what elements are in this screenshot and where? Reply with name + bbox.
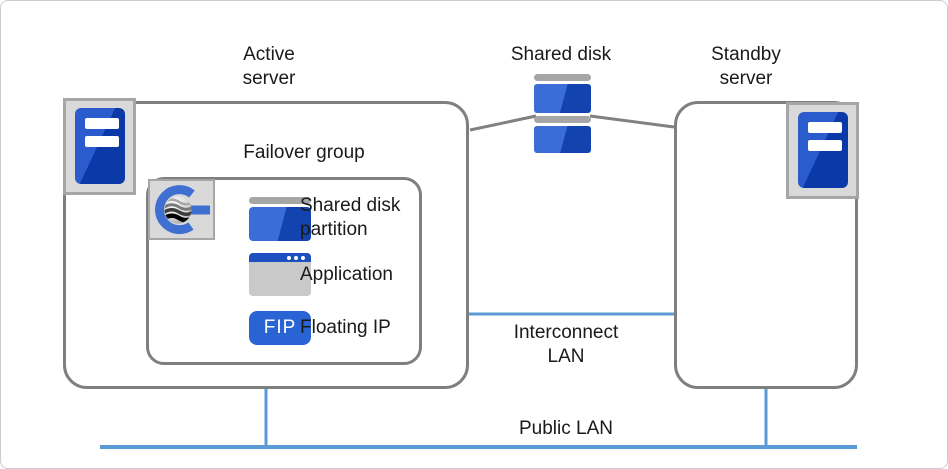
- window-dot-icon: [301, 255, 305, 260]
- disk-partition-icon-cap: [249, 197, 311, 204]
- server-slot-bar: [808, 140, 842, 151]
- server-slot-bar: [85, 118, 119, 129]
- failover-group-label: Failover group: [243, 142, 365, 163]
- floating-ip-label: Floating IP: [300, 317, 391, 338]
- server-slot-bar: [85, 136, 119, 147]
- floating-ip-badge: FIP: [249, 311, 311, 345]
- active-server-box: [63, 101, 469, 389]
- disk-link-left-line: [469, 114, 537, 132]
- active-server-label: Active server: [242, 44, 296, 89]
- interconnect-lan-label: Interconnect LAN: [513, 322, 619, 367]
- cluster-g-logo-icon: [148, 179, 215, 240]
- application-window-icon: [249, 253, 311, 296]
- disk-cap: [534, 74, 591, 81]
- window-dot-icon: [287, 255, 291, 260]
- standby-server-icon: [786, 102, 859, 199]
- disk-link-right-line: [589, 114, 675, 129]
- standby-server-box: [674, 101, 858, 389]
- active-server-icon: [63, 98, 136, 195]
- shared-disk-icon: [534, 74, 591, 156]
- server-slot-bar: [808, 122, 842, 133]
- shared-disk-partition-label: Shared disk partition: [300, 195, 401, 240]
- disk-platter: [534, 126, 591, 153]
- shared-disk-label: Shared disk: [510, 44, 612, 65]
- window-dot-icon: [294, 255, 298, 260]
- cluster-g-logo-glyph: [155, 185, 210, 235]
- disk-cap: [534, 116, 591, 123]
- application-label: Application: [300, 264, 393, 285]
- server-tower-icon: [798, 112, 848, 188]
- disk-platter: [534, 84, 591, 113]
- standby-server-label: Standby server: [711, 44, 781, 89]
- application-titlebar: [249, 253, 311, 262]
- server-tower-icon: [75, 108, 125, 184]
- public-lan-label: Public LAN: [519, 418, 613, 439]
- disk-partition-icon: [249, 207, 311, 241]
